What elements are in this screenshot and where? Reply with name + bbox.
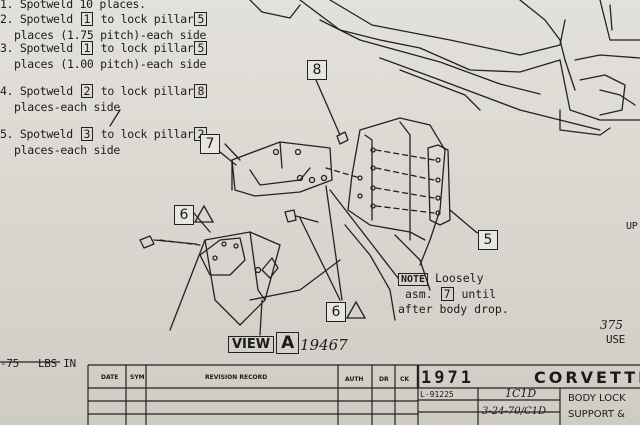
leader-6b-2 (325, 185, 343, 301)
lower-pillar (169, 231, 281, 331)
callout-6a: 6 (174, 205, 194, 225)
part-6-bracket (199, 237, 246, 276)
leader-8 (315, 79, 341, 136)
leader-note (329, 189, 399, 279)
note-tag: NOTE (398, 273, 429, 286)
note-line-4b: places-each side (14, 100, 120, 114)
tb-desc-1: BODY LOCK (568, 393, 626, 404)
tb-desc-2: SUPPORT & (568, 409, 625, 420)
tb-entry-1: L-91225 (420, 390, 454, 399)
view-number: 19467 (300, 336, 348, 354)
callout-7: 7 (200, 134, 220, 154)
panel-top-left (249, 0, 301, 19)
note-line-5b: places-each side (14, 143, 120, 157)
right-edge-up: UP (626, 221, 638, 232)
lock-pillar-outline (359, 117, 446, 266)
tb-entry-2: 1C1D (505, 387, 537, 400)
delta-triangle-2 (345, 300, 367, 319)
leader-7 (219, 151, 237, 166)
bolt-top (336, 131, 349, 145)
callout-5: 5 (478, 230, 498, 250)
tb-dr: DR (379, 376, 389, 383)
bolt-left (139, 235, 155, 249)
tb-entry-3: 3-24-70/C1D (482, 406, 546, 417)
delta-triangle-1 (193, 204, 215, 223)
panel-curve-2 (319, 19, 541, 95)
right-number: 375 (600, 318, 623, 332)
part-7-bracket (231, 141, 333, 197)
tb-revision: REVISION RECORD (205, 374, 268, 381)
bolt-mid (284, 209, 297, 223)
assembly-note: NOTE Loosely asm. 7 until after body dro… (398, 271, 509, 316)
margin-value: -75 LBS IN (0, 357, 76, 370)
tb-date: DATE (101, 374, 119, 381)
right-use: USE (606, 333, 625, 346)
tb-model: CORVETTE (534, 368, 640, 387)
part-5-bracket (427, 144, 451, 226)
tb-auth: AUTH (345, 376, 364, 383)
note-line-3b: places (1.00 pitch)-each side (14, 57, 207, 71)
panel-curve-4 (379, 57, 601, 131)
tb-year: 1971 (421, 368, 474, 388)
note-line-1: 1. Spotweld 10 places. (0, 0, 146, 11)
callout-6b: 6 (326, 302, 346, 322)
callout-8: 8 (307, 60, 327, 80)
note-line-2b: places (1.75 pitch)-each side (14, 28, 207, 42)
tb-ck: CK (400, 376, 410, 383)
tb-sym: SYM (130, 374, 145, 381)
leader-6b-1 (299, 217, 341, 301)
